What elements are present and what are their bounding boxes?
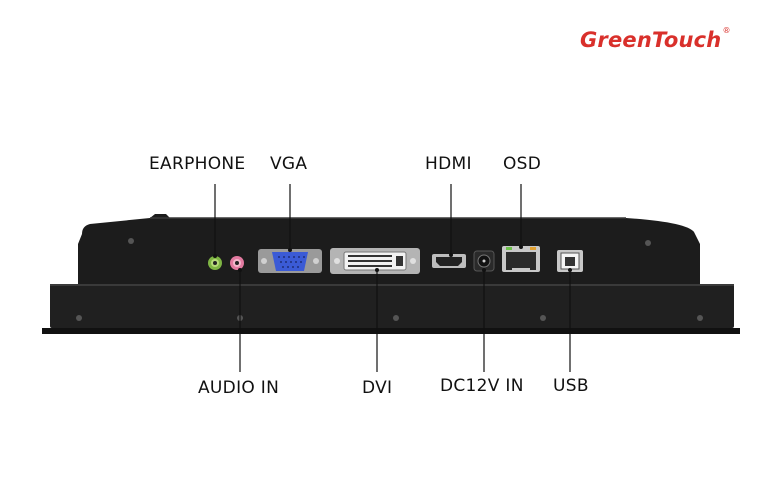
label-earphone: EARPHONE [149, 154, 246, 174]
dvi-port [330, 248, 420, 274]
osd-port [502, 246, 540, 272]
brand-logo: GreenTouch® [580, 26, 731, 52]
label-audio-in: AUDIO IN [198, 378, 280, 398]
audio-in-port [230, 256, 244, 270]
label-osd: OSD [503, 154, 542, 174]
label-hdmi: HDMI [425, 154, 472, 174]
brand-name: GreenTouch [580, 28, 722, 52]
label-dvi: DVI [362, 378, 393, 398]
screw-top-left [128, 238, 134, 244]
leader-dots [213, 245, 572, 272]
screw-bottom-5 [697, 315, 703, 321]
screw-top-right [645, 240, 651, 246]
earphone-port [208, 256, 222, 270]
registered-mark: ® [722, 26, 731, 35]
dc-power-port [473, 250, 495, 272]
vga-port [258, 249, 322, 273]
leader-lines [214, 184, 571, 372]
label-vga: VGA [270, 154, 308, 174]
housing-lower [50, 284, 734, 328]
screw-bottom-1 [76, 315, 82, 321]
label-usb: USB [553, 376, 589, 396]
screw-bottom-4 [540, 315, 546, 321]
screw-bottom-3 [393, 315, 399, 321]
housing-lower-top-line [50, 284, 734, 286]
label-dc12v-in: DC12V IN [440, 376, 524, 396]
hdmi-port [432, 254, 466, 268]
housing-base [42, 328, 740, 334]
usb-port [557, 250, 583, 272]
